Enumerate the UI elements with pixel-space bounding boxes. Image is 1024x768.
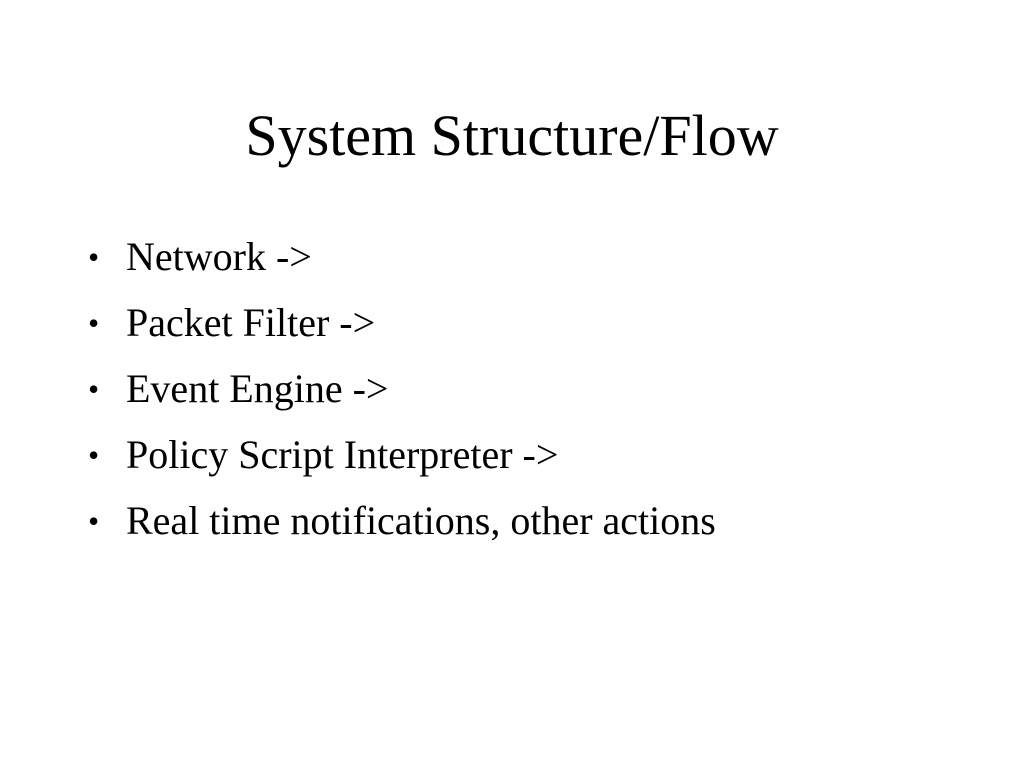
bullet-icon: • xyxy=(88,305,100,341)
bullet-icon: • xyxy=(88,239,100,275)
bullet-icon: • xyxy=(88,503,100,539)
list-item: • Real time notifications, other actions xyxy=(88,490,716,556)
bullet-text: Policy Script Interpreter -> xyxy=(126,432,559,477)
bullet-text: Event Engine -> xyxy=(126,366,389,411)
bullet-icon: • xyxy=(88,371,100,407)
bullet-text: Packet Filter -> xyxy=(126,300,376,345)
list-item: • Network -> xyxy=(88,226,716,292)
slide-title: System Structure/Flow xyxy=(245,103,779,168)
list-item: • Policy Script Interpreter -> xyxy=(88,424,716,490)
list-item: • Packet Filter -> xyxy=(88,292,716,358)
bullet-text: Real time notifications, other actions xyxy=(126,498,716,543)
bullet-icon: • xyxy=(88,437,100,473)
bullet-list: • Network -> • Packet Filter -> • Event Eng… xyxy=(88,226,716,556)
list-item: • Event Engine -> xyxy=(88,358,716,424)
bullet-text: Network -> xyxy=(126,234,312,279)
